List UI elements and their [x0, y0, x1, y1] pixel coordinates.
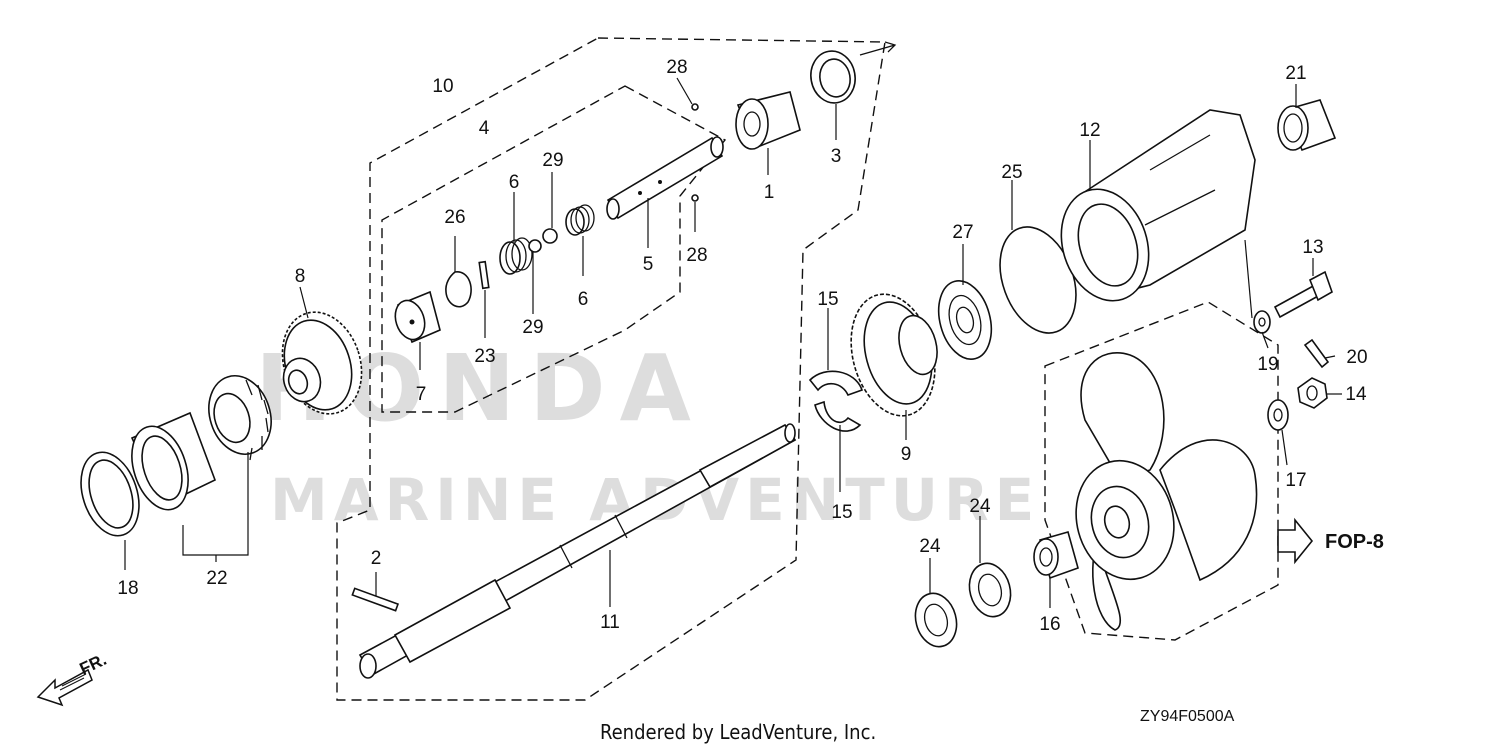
label-part-25: 25: [1001, 162, 1022, 183]
propeller: [1075, 352, 1258, 631]
label-part-17: 17: [1285, 470, 1306, 491]
label-part-23: 23: [474, 346, 495, 367]
label-part-18: 18: [117, 578, 138, 599]
label-part-27: 27: [952, 222, 973, 243]
part-16-bushing: [1033, 531, 1079, 580]
part-6-spring-left: [499, 237, 533, 275]
part-15-shim-lower: [814, 400, 862, 432]
part-28-ball-b: [691, 194, 699, 202]
label-part-24-upper: 24: [969, 496, 991, 517]
label-part-29-upper: 29: [542, 150, 563, 171]
render-credit: Rendered by LeadVenture, Inc.: [600, 720, 876, 744]
part-22-tapered-bearing: [208, 375, 272, 461]
group-outline-10: [336, 37, 886, 701]
label-part-2: 2: [371, 548, 382, 569]
label-part-1: 1: [764, 182, 775, 203]
label-part-12: 12: [1079, 120, 1100, 141]
part-13-bolt: [1273, 270, 1333, 319]
diagram-code: ZY94F0500A: [1140, 708, 1235, 725]
part-9-bevel-gear: [850, 293, 938, 417]
label-part-15-lower: 15: [831, 502, 852, 523]
part-5-shift-shaft: [606, 136, 724, 220]
fop-reference[interactable]: FOP-8: [1277, 517, 1384, 565]
part-6-spring-right: [565, 204, 595, 236]
part-23-pin: [478, 260, 490, 290]
label-part-22: 22: [206, 568, 227, 589]
label-part-5: 5: [643, 254, 654, 275]
label-part-6-right: 6: [578, 289, 589, 310]
part-1-clutch: [735, 91, 801, 150]
part-27-ball-bearing: [937, 280, 993, 360]
part-18-ring: [80, 451, 140, 537]
part-21-needle-bearing: [1277, 99, 1337, 152]
part-12-housing: [1060, 109, 1256, 302]
part-17-washer: [1267, 399, 1289, 431]
part-7-plunger: [394, 290, 441, 344]
fop-arrow-icon: [1277, 517, 1314, 565]
label-part-4: 4: [479, 118, 490, 139]
label-part-29-lower: 29: [522, 317, 543, 338]
part-11-propeller-shaft: [358, 423, 797, 679]
label-part-28-lower: 28: [686, 245, 707, 266]
label-part-16: 16: [1039, 614, 1060, 635]
label-part-9: 9: [901, 444, 912, 465]
part-29-ball-b: [542, 228, 558, 244]
front-direction-indicator: FR.: [36, 650, 110, 707]
label-part-8: 8: [295, 266, 306, 287]
label-part-28-upper: 28: [666, 57, 687, 78]
label-part-24-lower: 24: [919, 536, 941, 557]
label-part-15-upper: 15: [817, 289, 838, 310]
part-20-cotter-pin: [1303, 338, 1330, 369]
label-part-10: 10: [432, 76, 453, 97]
label-part-7: 7: [416, 384, 427, 405]
part-24-seal-upper: [968, 562, 1012, 618]
label-part-3: 3: [831, 146, 842, 167]
part-24-seal-lower: [914, 592, 958, 648]
part-2-pin: [351, 587, 400, 612]
part-22-bearing-race: [130, 411, 217, 511]
label-part-21: 21: [1285, 63, 1306, 84]
leader-lines: [124, 77, 1342, 608]
part-3-ring: [810, 50, 856, 104]
fop-reference-label: FOP-8: [1325, 531, 1384, 553]
label-part-13: 13: [1302, 237, 1323, 258]
part-26-clip: [445, 271, 472, 308]
part-15-shim-upper: [808, 370, 864, 396]
part-14-nut: [1297, 377, 1328, 409]
label-part-11: 11: [600, 612, 620, 633]
group-arrow: [859, 41, 897, 56]
label-part-19: 19: [1257, 354, 1278, 375]
label-part-26: 26: [444, 207, 465, 228]
part-8-gear: [281, 311, 363, 415]
label-part-6-left: 6: [509, 172, 520, 193]
part-29-ball-a: [528, 239, 542, 253]
part-19-washer: [1253, 310, 1271, 334]
part-28-ball-a: [691, 103, 699, 111]
label-part-20: 20: [1346, 347, 1367, 368]
label-part-14: 14: [1345, 384, 1367, 405]
